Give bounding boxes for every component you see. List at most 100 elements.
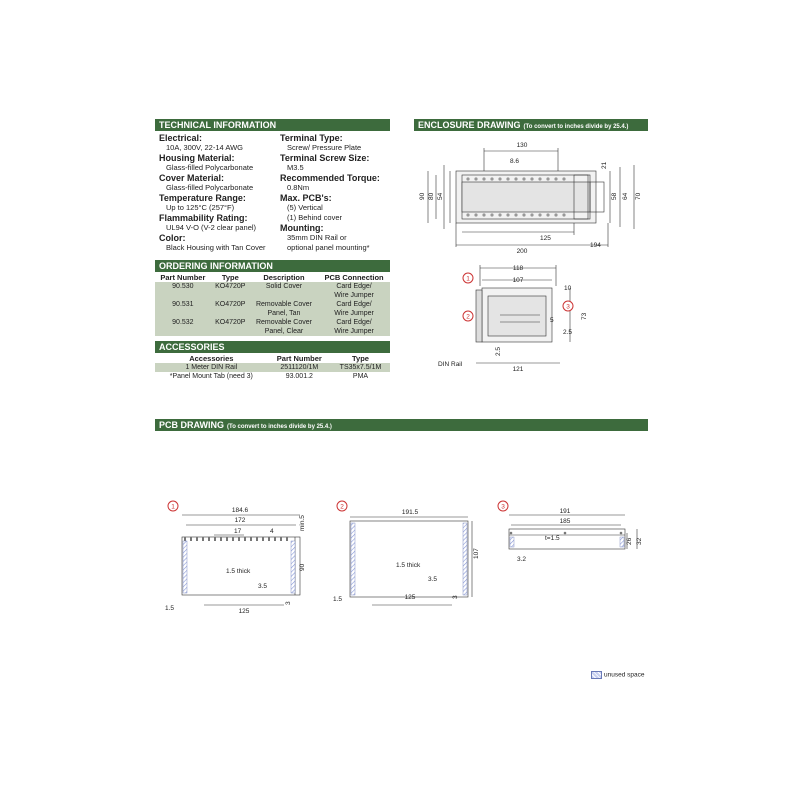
cell-line: KO4720P <box>215 301 246 308</box>
enclosure-side-view: 1 2 3 118 107 10 73 5 2.5 2.5 121 DIN Ra… <box>438 265 588 373</box>
pcb1-dim-90: 90 <box>299 563 306 571</box>
tech-left-value: Black Housing with Tan Cover <box>166 243 266 252</box>
ordering-table: Part Number Type Description PCB Connect… <box>155 273 390 336</box>
pcb3-thick: t=1.5 <box>545 535 560 542</box>
tech-right-label: Terminal Type: <box>280 133 343 143</box>
dim-8-6: 8.6 <box>510 158 519 165</box>
ordering-col-part: Part Number <box>160 273 206 282</box>
dim-118: 118 <box>513 265 524 272</box>
tech-left-label: Electrical: <box>159 133 203 143</box>
ordering-info-heading: ORDERING INFORMATION <box>155 260 390 272</box>
accessories-heading: ACCESSORIES <box>155 341 390 353</box>
dim-107: 107 <box>513 277 524 284</box>
pcb-heading: PCB DRAWING(To convert to inches divide … <box>155 419 648 431</box>
pcb3-dim-32: 32 <box>636 537 643 545</box>
dim-10: 10 <box>564 285 572 292</box>
pcb3-dim-191: 191 <box>560 508 571 515</box>
pcb-note: (To convert to inches divide by 25.4.) <box>227 424 332 430</box>
enclosure-note: (To convert to inches divide by 25.4.) <box>523 124 629 130</box>
tech-right-value: 0.8Nm <box>287 183 310 192</box>
hatch-swatch-icon <box>591 671 602 679</box>
cell-line: KO4720P <box>215 319 246 326</box>
cell-line: Panel, Clear <box>264 328 304 335</box>
table-cell: Card Edge/Wire Jumper <box>318 318 390 336</box>
pcb2-dim-107: 107 <box>473 548 480 559</box>
tech-left-label: Temperature Range: <box>159 193 246 203</box>
pcb3-num: 3 <box>501 504 505 511</box>
tech-left-label: Cover Material: <box>159 173 225 183</box>
pcb3-dim-26: 26 <box>626 537 633 545</box>
pcb1-dim-184-6: 184.6 <box>232 507 249 514</box>
pcb1-dim-172: 172 <box>235 517 246 524</box>
table-cell: 90.531 <box>155 300 211 318</box>
pcb1-dim-3-5: 3.5 <box>258 583 267 590</box>
cell-line: 90.532 <box>172 319 194 326</box>
table-cell: Card Edge/Wire Jumper <box>318 300 390 318</box>
dim-90: 90 <box>419 192 426 200</box>
tech-left-label: Housing Material: <box>159 153 235 163</box>
cell-line: Removable Cover <box>255 319 312 326</box>
dim-125: 125 <box>540 235 551 242</box>
pcb1-thick: 1.5 thick <box>226 568 251 575</box>
callout-3-label: 3 <box>566 304 570 311</box>
technical-info-heading: TECHNICAL INFORMATION <box>155 119 390 131</box>
dim-58: 58 <box>611 192 618 200</box>
enclosure-title: ENCLOSURE DRAWING <box>418 120 521 130</box>
pcb2-num: 2 <box>340 504 344 511</box>
dim-64: 64 <box>622 192 629 200</box>
pcb1-dim-4: 4 <box>270 528 274 535</box>
tech-left-value: Glass-filled Polycarbonate <box>166 183 254 192</box>
tech-right-value: (1) Behind cover <box>287 213 343 222</box>
tech-left-value: UL94 V-O (V-2 clear panel) <box>166 223 257 232</box>
pcb3-dim-185: 185 <box>560 518 571 525</box>
dim-121: 121 <box>513 366 524 373</box>
dim-130: 130 <box>517 142 528 149</box>
pcb-drawing-1: 1 184.6 172 17 4 min.5 1.5 thick 90 3.5 … <box>165 500 306 615</box>
tech-left-label: Flammability Rating: <box>159 213 248 223</box>
ordering-col-pcb: PCB Connection <box>324 273 384 282</box>
cell-line: Panel, Tan <box>267 310 301 317</box>
pcb2-thick: 1.5 thick <box>396 562 421 569</box>
table-row: 90.530 KO4720P Solid Cover Card Edge/Wire J… <box>155 282 390 300</box>
tech-left-value: Glass-filled Polycarbonate <box>166 163 254 172</box>
pcb2-dim-3-5: 3.5 <box>428 576 437 583</box>
table-cell: 1 Meter DIN Rail <box>155 363 268 372</box>
dim-70: 70 <box>635 192 642 200</box>
cell-line: Card Edge/ <box>336 283 372 290</box>
table-cell: 90.530 <box>155 282 211 300</box>
cell-line: Card Edge/ <box>336 301 372 308</box>
pcb3-dim-3-2: 3.2 <box>517 556 526 563</box>
pcb1-num: 1 <box>171 504 175 511</box>
tech-right-label: Mounting: <box>280 223 324 233</box>
cell-line: 90.530 <box>172 283 194 290</box>
pcb2-dim-3: 3 <box>452 595 459 599</box>
cell-line: Solid Cover <box>265 283 303 290</box>
dim-2-5-right: 2.5 <box>563 329 572 336</box>
pcb1-dim-17: 17 <box>234 528 242 535</box>
cell-line: Wire Jumper <box>334 310 374 317</box>
tech-left-value: 10A, 300V, 22-14 AWG <box>166 143 243 152</box>
cell-line: KO4720P <box>215 283 246 290</box>
pcb-title: PCB DRAWING <box>159 420 224 430</box>
cell-line: Wire Jumper <box>334 292 374 299</box>
pcb2-dim-125: 125 <box>405 594 416 601</box>
table-cell: KO4720P <box>210 300 250 318</box>
tech-right-value: M3.5 <box>287 163 304 172</box>
legend-label: unused space <box>604 671 645 679</box>
table-cell: *Panel Mount Tab (need 3) <box>169 373 253 380</box>
table-cell: TS35x7.5/1M <box>330 363 390 372</box>
tech-right-label: Recommended Torque: <box>280 173 380 183</box>
cell-line: 90.531 <box>172 301 194 308</box>
pcb-drawing-2: 2 191.5 1.5 thick 107 3.5 125 1.5 3 <box>333 500 480 606</box>
callout-2-label: 2 <box>466 314 470 321</box>
pcb1-dim-1-5: 1.5 <box>165 605 174 612</box>
table-cell: Card Edge/Wire Jumper <box>318 282 390 300</box>
callout-3 <box>562 300 574 312</box>
ordering-col-desc: Description <box>263 273 305 282</box>
callout-2 <box>462 310 474 322</box>
dim-73: 73 <box>581 312 588 320</box>
cell-line: Removable Cover <box>255 301 312 308</box>
